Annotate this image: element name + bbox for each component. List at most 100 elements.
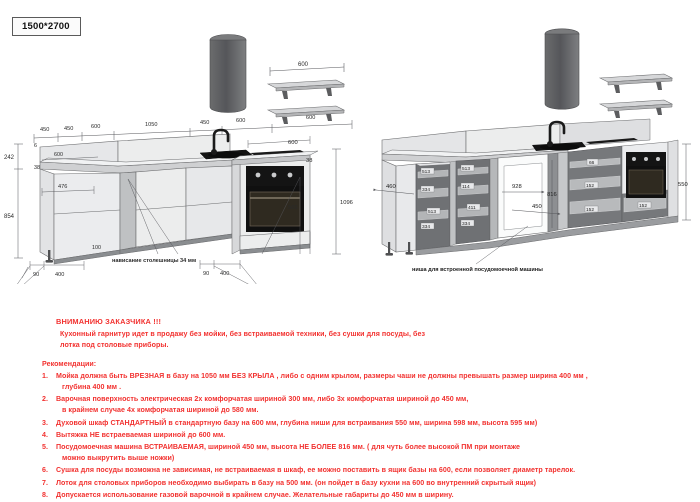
overhang-leaders <box>127 176 301 255</box>
top-dimension-chain: 450 450 600 1050 450 600 600 <box>33 115 353 143</box>
dim-6: 6 <box>34 143 37 149</box>
wall-shelf-lower <box>266 105 346 124</box>
warning-body: Кухонный гарнитур идет в продажу без мой… <box>60 329 694 351</box>
lbl-334-a: 334 <box>422 187 430 193</box>
wall-shelf-upper-right <box>598 73 674 93</box>
dim-90-right: 90 <box>203 271 209 277</box>
dim-base-bottom-right: 90 400 <box>199 260 257 284</box>
dim-1096: 1096 <box>340 200 353 206</box>
item-line-1: Варочная поверхность электрическая 2х ко… <box>56 395 469 404</box>
list-item: 3. Духовой шкаф СТАНДАРТНЫЙ в стандартну… <box>42 418 694 429</box>
item-line-1: Вытяжка НЕ встраеваемая шириной до 600 м… <box>56 430 226 439</box>
faucet-icon-right <box>547 120 566 147</box>
item-line-2: в крайнем случае 4х комфорчатая шириной … <box>62 406 259 415</box>
dim-400-left: 400 <box>55 272 64 278</box>
kitchen-cabinets-exterior <box>39 128 253 265</box>
dim-816: 816 <box>547 192 557 198</box>
hood-cylinder <box>209 34 247 113</box>
cabinet-leg <box>45 250 53 263</box>
oven-knob-right <box>632 157 660 161</box>
dim-top-5: 450 <box>200 120 209 126</box>
dim-38: 38 <box>34 165 40 171</box>
faucet-icon <box>211 128 230 155</box>
list-item: 4. Вытяжка НЕ встраеваемая шириной до 60… <box>42 430 694 441</box>
oven-knob <box>255 172 293 178</box>
dim-400-right: 400 <box>220 271 229 277</box>
wall-shelf-upper <box>266 79 346 99</box>
dim-90-left: 90 <box>33 272 39 278</box>
item-number: 3. <box>42 418 49 427</box>
item-line-1: Сушка для посуды возможна не зависимая, … <box>56 466 576 475</box>
item-number: 8. <box>42 490 49 499</box>
item-number: 2. <box>42 395 49 404</box>
lbl-513-c: 513 <box>462 166 470 172</box>
cooktop <box>250 150 304 155</box>
cooktop-right <box>586 138 638 144</box>
dim-base-bottom-left: 90 400 <box>17 261 85 284</box>
oven-tower <box>231 150 319 255</box>
item-line-2: глубина 400 мм . <box>62 383 122 392</box>
recommendations-heading: Рекомендации: <box>42 359 97 368</box>
warning-line-1: Кухонный гарнитур идет в продажу без мой… <box>60 330 426 339</box>
item-number: 1. <box>42 371 49 380</box>
lbl-334-b: 334 <box>422 224 430 230</box>
left-vertical-dimensions: 242 854 <box>4 143 23 259</box>
list-item: 7. Лоток для столовых приборов необходим… <box>42 478 694 489</box>
dim-928: 928 <box>512 184 522 190</box>
list-item: 6. Сушка для посуды возможна не зависима… <box>42 465 694 476</box>
dim-plinth: 100 <box>92 245 101 251</box>
kitchen-interior-drawing: 513 334 513 334 513 114 411 334 66 152 <box>372 14 700 284</box>
lbl-152-c: 152 <box>639 203 647 209</box>
lbl-66: 66 <box>589 160 595 166</box>
dim-oven-600: 600 <box>288 140 298 146</box>
list-item: 5. Посудомоечная машина ВСТРАИВАЕМАЯ, ши… <box>42 442 694 464</box>
warning-line-2: лотка под столовые приборы. <box>60 341 169 350</box>
interior-dimension-labels: 513 334 513 334 513 114 411 334 66 152 <box>420 158 652 230</box>
dim-top-7: 600 <box>306 115 315 121</box>
hood-cylinder-right <box>544 28 580 110</box>
label-countertop-overhang: нависание столешницы 34 мм <box>112 258 196 264</box>
dim-top-2: 450 <box>64 126 73 132</box>
lbl-513-a: 513 <box>422 169 430 175</box>
dim-top-1: 450 <box>40 127 49 133</box>
item-line-1: Лоток для столовых приборов необходимо в… <box>56 478 537 487</box>
dim-450: 450 <box>532 204 542 210</box>
size-badge: 1500*2700 <box>12 17 81 36</box>
recommendations-list: 1. Мойка должна быть ВРЕЗНАЯ в базу на 1… <box>42 371 694 502</box>
left-inner-labels: 6 38 600 <box>34 143 99 171</box>
item-number: 4. <box>42 430 49 439</box>
cabinet-leg-right <box>385 242 413 256</box>
warning-title: ВНИМАНИЮ ЗАКАЗЧИКА !!! <box>56 317 162 326</box>
dim-shelf-width: 600 <box>269 62 345 76</box>
dim-854: 854 <box>4 214 15 220</box>
lbl-513-b: 513 <box>428 209 436 215</box>
dim-242: 242 <box>4 155 15 161</box>
dishwasher-niche-leader <box>475 225 529 265</box>
dim-top-3: 600 <box>91 124 100 130</box>
list-item: 8. Допускается использование газовой вар… <box>42 490 694 502</box>
item-line-1: Посудомоечная машина ВСТРАИВАЕМАЯ, ширин… <box>56 443 520 452</box>
list-item: 1. Мойка должна быть ВРЕЗНАЯ в базу на 1… <box>42 371 694 393</box>
dim-oven-38: 38 <box>306 158 312 164</box>
customer-notes-block: ВНИМАНИЮ ЗАКАЗЧИКА !!! Кухонный гарнитур… <box>42 316 694 502</box>
dim-upper-depth-600: 600 <box>54 152 63 158</box>
wall-shelf-lower-right <box>598 99 674 118</box>
dim-460: 460 <box>386 184 396 190</box>
dim-550: 550 <box>678 182 688 188</box>
lbl-152-b: 152 <box>586 207 594 213</box>
label-dishwasher-niche: ниша для встроенной посудомоечной машины <box>412 266 543 273</box>
kitchen-exterior-drawing: 600 450 450 600 1050 45 <box>0 14 372 284</box>
lbl-411: 411 <box>468 205 476 211</box>
dim-476-label: 476 <box>58 184 67 190</box>
cabinets-interior <box>381 118 679 256</box>
item-line-1: Духовой шкаф СТАНДАРТНЫЙ в стандартную б… <box>56 418 538 427</box>
oven-dimensions: 1096 566 600 38 <box>247 136 353 255</box>
dim-top-6: 600 <box>236 118 245 124</box>
list-item: 2. Варочная поверхность электрическая 2х… <box>42 394 694 416</box>
dim-shelf-width-label: 600 <box>298 62 309 68</box>
lbl-114: 114 <box>462 184 470 190</box>
item-number: 6. <box>42 466 49 475</box>
dim-566: 566 <box>288 205 298 211</box>
item-line-1: Допускается использование газовой варочн… <box>56 490 454 499</box>
